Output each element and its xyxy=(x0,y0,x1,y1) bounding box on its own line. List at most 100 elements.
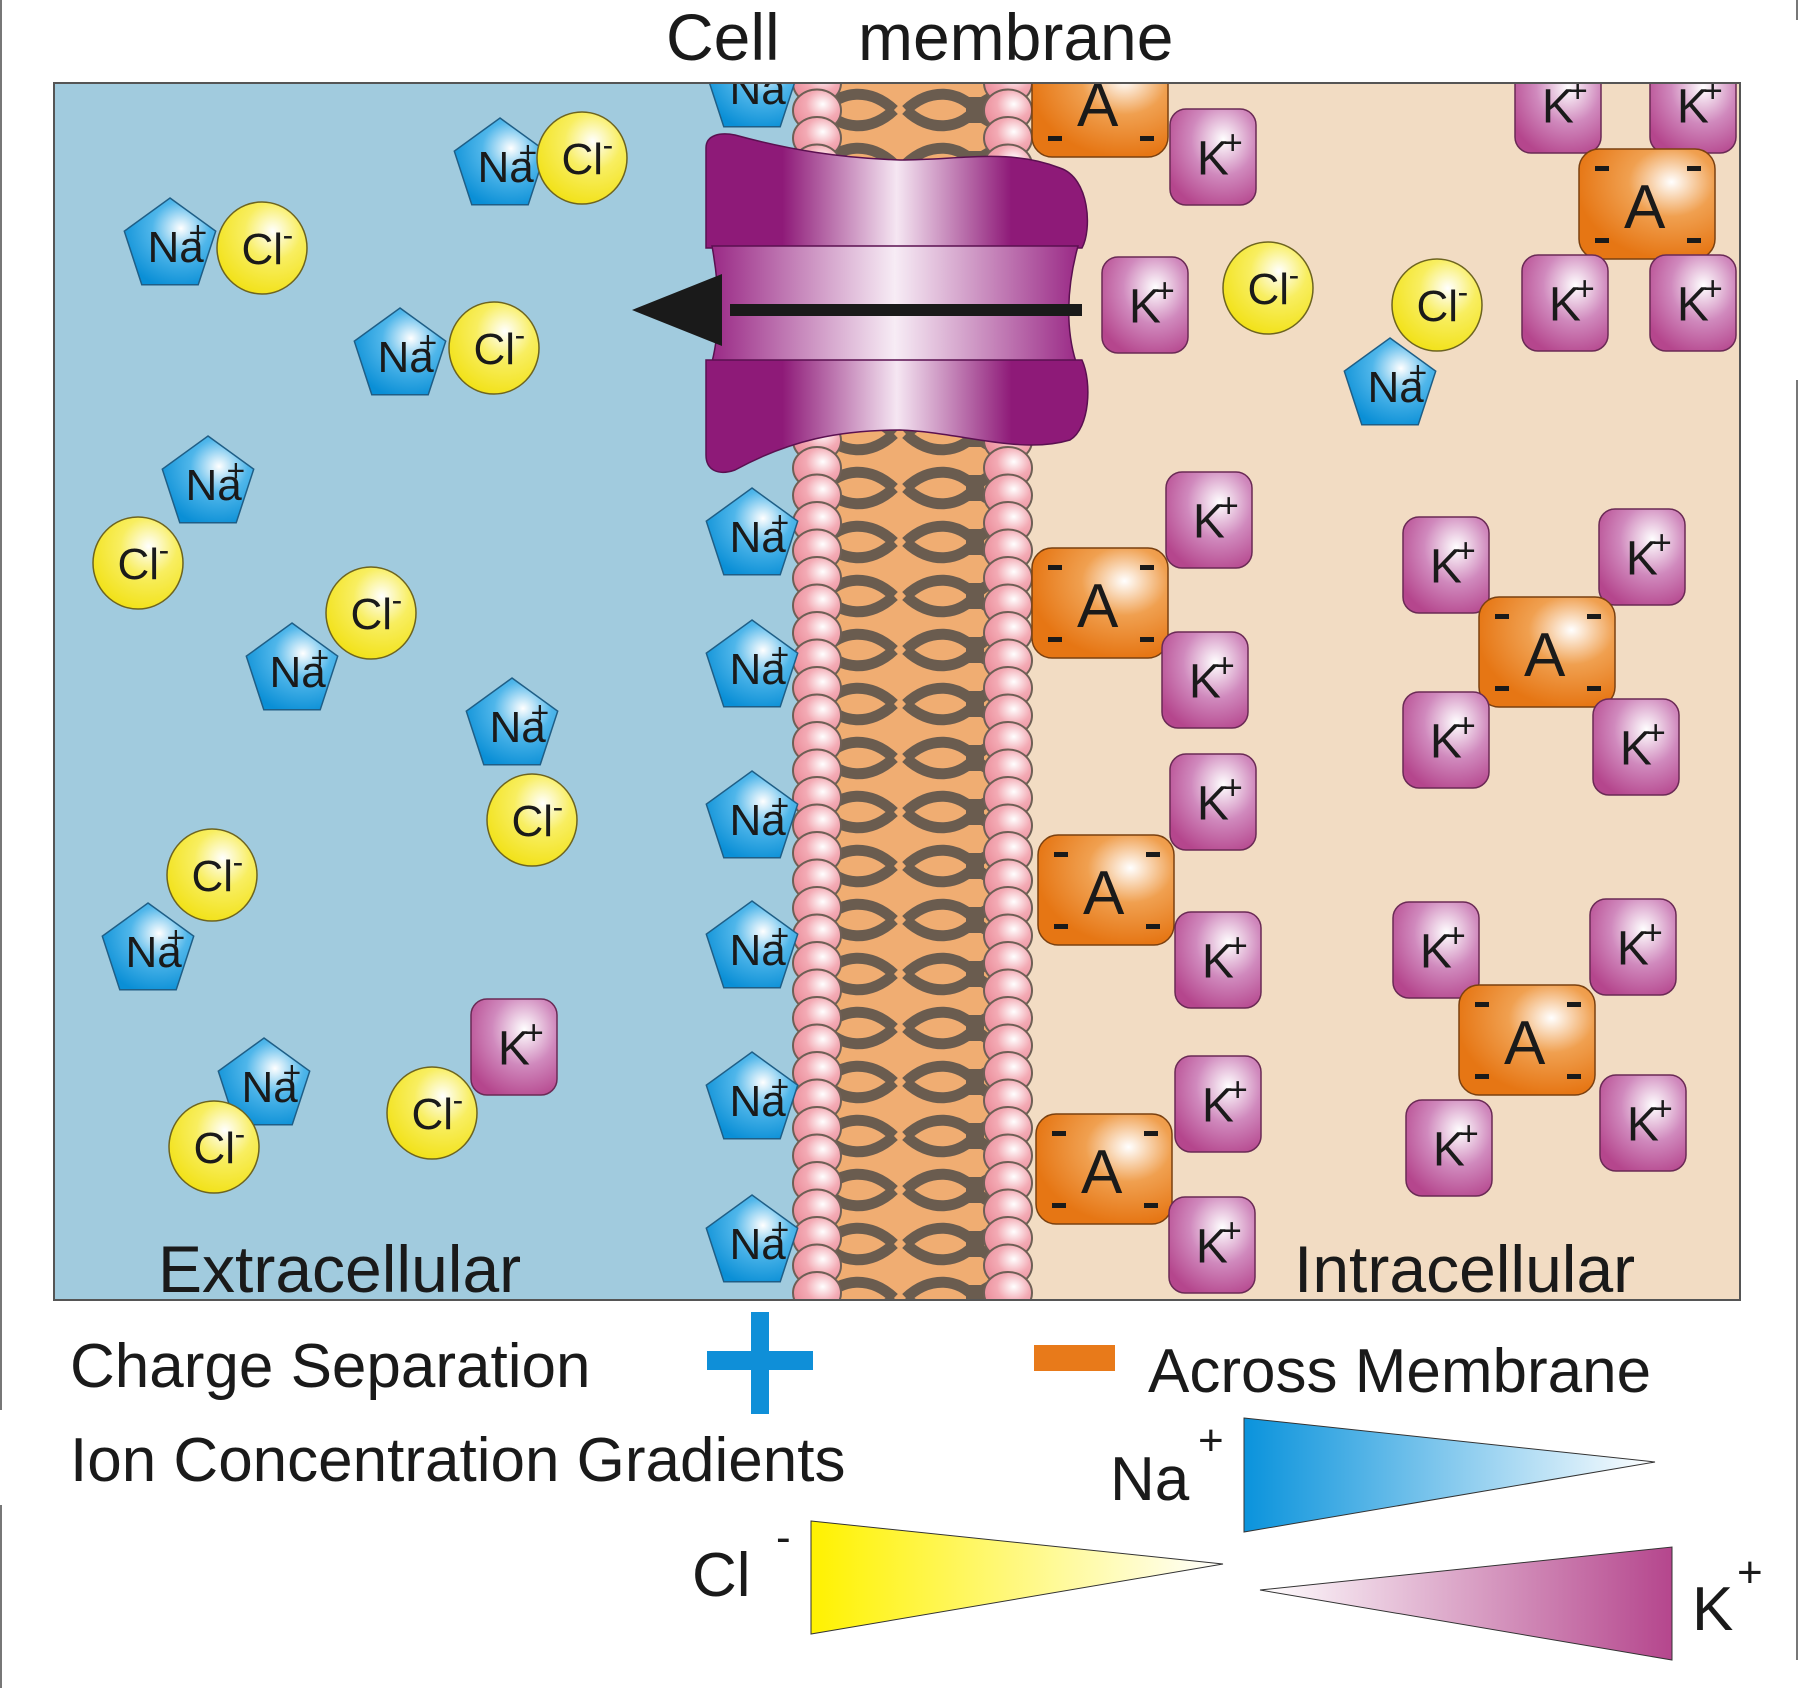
ion-charge: - xyxy=(233,843,244,879)
ion-charge: + xyxy=(531,694,550,730)
negative-charge-mark xyxy=(1567,1074,1581,1079)
negative-charge-mark xyxy=(1140,565,1154,570)
sodium-ion: Na+ xyxy=(161,435,255,524)
chloride-ion: Cl- xyxy=(1222,241,1314,335)
negative-charge-mark xyxy=(1140,637,1154,642)
ion-charge: + xyxy=(1223,124,1243,162)
negative-charge-mark xyxy=(1054,924,1068,929)
ion-symbol: K xyxy=(1202,1079,1234,1132)
ion-symbol: Na xyxy=(730,926,787,975)
k-gradient-charge: + xyxy=(1737,1548,1763,1597)
sodium-ion: Na+ xyxy=(353,307,447,396)
sodium-ion: Na+ xyxy=(705,619,799,708)
ion-symbol: K xyxy=(1620,722,1652,775)
ion-charge: + xyxy=(1409,354,1428,390)
diagram-border xyxy=(53,82,1741,1301)
ion-symbol: K xyxy=(1193,495,1225,548)
anion-protein: A xyxy=(1035,1113,1173,1225)
chloride-ion: Cl- xyxy=(1391,258,1483,352)
ion-charge: + xyxy=(1643,914,1663,952)
negative-charge-mark xyxy=(1495,614,1509,619)
anion-protein: A xyxy=(1478,596,1616,708)
negative-charge-mark xyxy=(1687,166,1701,171)
title-membrane: membrane xyxy=(858,0,1173,74)
ion-charge: + xyxy=(1653,1090,1673,1128)
ion-charge: + xyxy=(167,919,186,955)
potassium-ion: K+ xyxy=(1165,471,1253,569)
potassium-ion: K+ xyxy=(1649,254,1737,352)
negative-charge-mark xyxy=(1595,238,1609,243)
potassium-ion: K+ xyxy=(1174,1055,1262,1153)
ion-charge: + xyxy=(283,1054,302,1090)
k-gradient-label: K xyxy=(1692,1575,1733,1644)
negative-charge-mark xyxy=(1495,686,1509,691)
ion-charge: - xyxy=(1289,256,1300,292)
extracellular-label: Extracellular xyxy=(158,1232,521,1306)
ion-charge: - xyxy=(453,1081,464,1117)
ion-charge: + xyxy=(1228,927,1248,965)
ion-symbol: Cl xyxy=(1417,282,1459,331)
k-gradient-legend: K + xyxy=(1259,1546,1763,1661)
potassium-ion: K+ xyxy=(1161,631,1249,729)
cl-gradient-label: Cl xyxy=(692,1541,751,1610)
ion-charge: - xyxy=(1458,273,1469,309)
potassium-ion: K+ xyxy=(1101,256,1189,354)
ion-charge: + xyxy=(771,1211,790,1247)
ion-symbol: Cl xyxy=(194,1124,236,1173)
negative-charge-mark xyxy=(1048,637,1062,642)
ion-symbol: Cl xyxy=(1248,265,1290,314)
ion-charge: + xyxy=(1575,270,1595,308)
negative-charge-mark xyxy=(1048,136,1062,141)
potassium-ion: K+ xyxy=(1169,753,1257,851)
sodium-ion: Na+ xyxy=(705,487,799,576)
ion-symbol: K xyxy=(1549,278,1581,331)
ion-symbol: K xyxy=(1617,922,1649,975)
ion-charge: + xyxy=(519,134,538,170)
ion-symbol: Na xyxy=(730,796,787,845)
ion-symbol: K xyxy=(1677,80,1709,133)
sodium-ion: Na+ xyxy=(217,1037,311,1126)
sodium-ion: Na+ xyxy=(705,770,799,859)
sodium-ion: Na+ xyxy=(705,1051,799,1140)
phospholipid-head xyxy=(983,1271,1033,1300)
ion-charge: + xyxy=(771,787,790,823)
negative-charge-mark xyxy=(1587,686,1601,691)
negative-charge-mark xyxy=(1595,166,1609,171)
chloride-ion: Cl- xyxy=(168,1100,260,1194)
ion-symbol: Na xyxy=(242,1063,299,1112)
across-membrane-label: Across Membrane xyxy=(1148,1337,1651,1406)
ion-symbol: Cl xyxy=(562,135,604,184)
potassium-ion: K+ xyxy=(1589,898,1677,996)
ion-charge: + xyxy=(1222,1212,1242,1250)
ion-charge: - xyxy=(392,581,403,617)
ion-gradients-label: Ion Concentration Gradients xyxy=(70,1426,845,1495)
ion-charge: + xyxy=(419,324,438,360)
ion-charge: + xyxy=(1456,707,1476,745)
ion-symbol: K xyxy=(1129,280,1161,333)
ion-charge: - xyxy=(283,216,294,252)
ion-charge: - xyxy=(235,1115,246,1151)
anion-symbol: A xyxy=(1077,71,1119,140)
ion-symbol: Na xyxy=(126,928,183,977)
negative-charge-mark xyxy=(1567,1002,1581,1007)
ion-charge: + xyxy=(311,639,330,675)
chloride-ion: Cl- xyxy=(325,566,417,660)
ion-symbol: K xyxy=(1626,532,1658,585)
plus-sign-icon xyxy=(707,1312,813,1414)
ion-symbol: Na xyxy=(478,143,535,192)
potassium-ion: K+ xyxy=(1169,108,1257,206)
ions-layer: Na+Cl-Na+Cl-Na+Cl-Na+Cl-Na+Cl-Na+Cl-Na+C… xyxy=(92,71,1737,1294)
intracellular-label: Intracellular xyxy=(1294,1232,1635,1306)
ion-symbol: Cl xyxy=(351,590,393,639)
ion-charge: + xyxy=(1703,72,1723,110)
ion-symbol: Na xyxy=(270,648,327,697)
ion-symbol: Cl xyxy=(474,325,516,374)
ion-symbol: Cl xyxy=(192,852,234,901)
chloride-ion: Cl- xyxy=(386,1066,478,1160)
anion-protein: A xyxy=(1037,834,1175,946)
negative-charge-mark xyxy=(1475,1074,1489,1079)
ion-symbol: Cl xyxy=(512,797,554,846)
na-gradient-label: Na xyxy=(1110,1445,1190,1514)
anion-symbol: A xyxy=(1624,173,1666,242)
